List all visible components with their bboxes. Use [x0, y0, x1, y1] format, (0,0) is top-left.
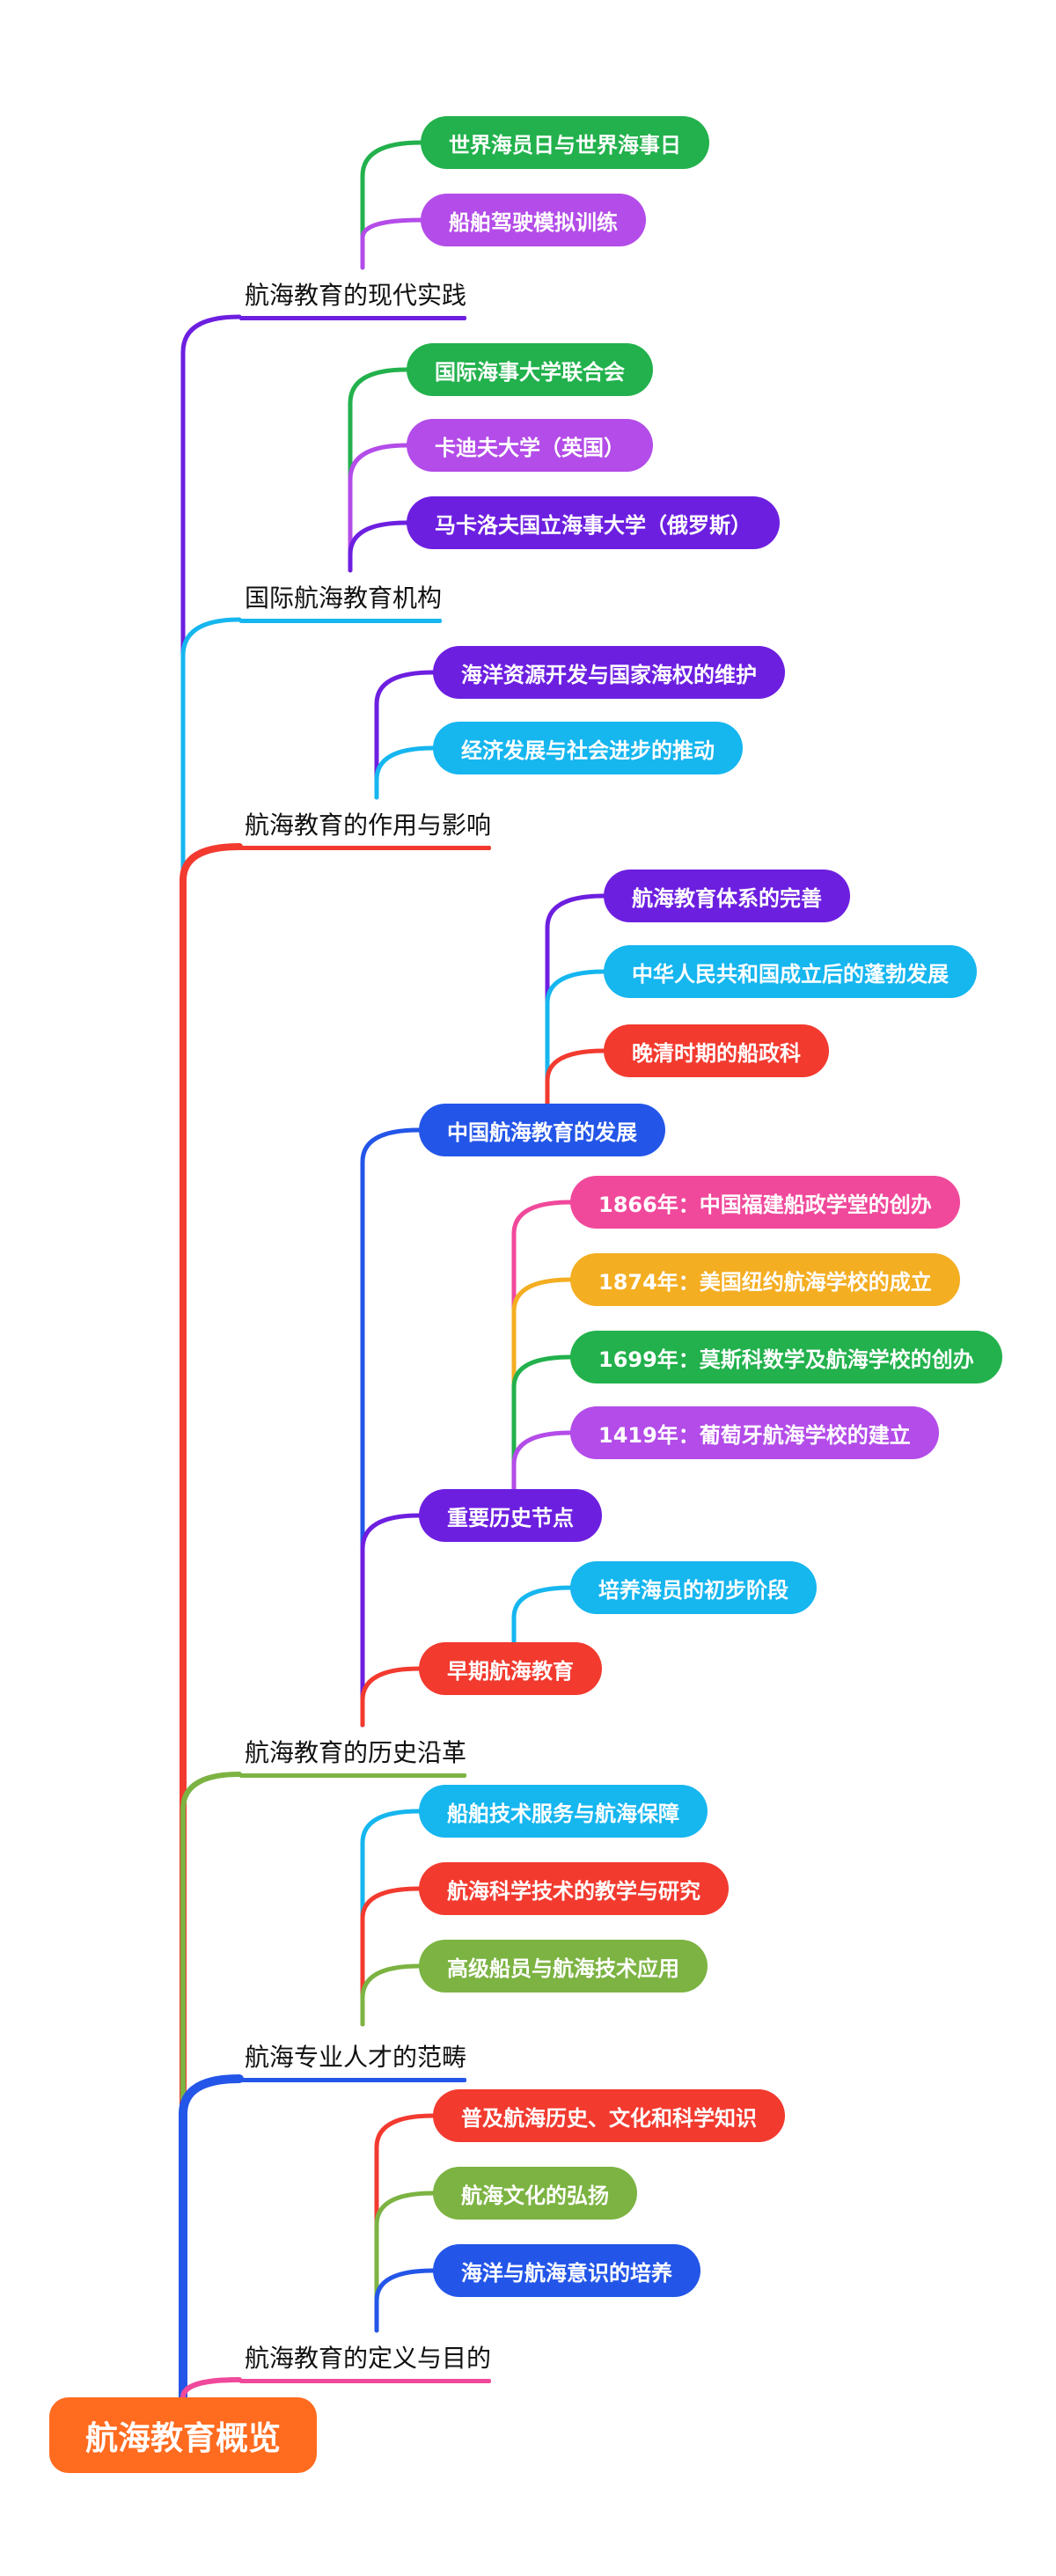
node-teaching-research[interactable]: 航海科学技术的教学与研究	[419, 1862, 729, 1915]
node-initial-stage[interactable]: 培养海员的初步阶段	[570, 1561, 817, 1614]
branch-label: 航海教育的现代实践	[245, 281, 467, 310]
branch-intl-institutions[interactable]: 国际航海教育机构	[239, 579, 443, 623]
branch-underline	[239, 619, 443, 623]
branch-talent-scope[interactable]: 航海专业人才的范畴	[239, 2038, 467, 2082]
node-1699[interactable]: 1699年：莫斯科数学及航海学校的创办	[570, 1331, 1002, 1383]
connector-talent	[179, 2074, 244, 2402]
connector-institutions	[180, 617, 242, 2400]
branch-underline	[239, 2078, 467, 2082]
connector-definition	[180, 2377, 242, 2400]
node-popularize-knowledge[interactable]: 普及航海历史、文化和科学知识	[433, 2089, 785, 2142]
node-simulation-training[interactable]: 船舶驾驶模拟训练	[421, 194, 646, 246]
node-economic-progress[interactable]: 经济发展与社会进步的推动	[433, 722, 743, 774]
node-1874[interactable]: 1874年：美国纽约航海学校的成立	[570, 1253, 960, 1306]
branch-history[interactable]: 航海教育的历史沿革	[239, 1734, 467, 1778]
node-senior-officers[interactable]: 高级船员与航海技术应用	[419, 1940, 708, 1993]
node-iamu[interactable]: 国际海事大学联合会	[407, 343, 653, 396]
node-china-development[interactable]: 中国航海教育的发展	[419, 1104, 665, 1156]
branch-underline	[239, 1773, 467, 1778]
node-1419[interactable]: 1419年：葡萄牙航海学校的建立	[570, 1406, 939, 1459]
branch-label: 国际航海教育机构	[245, 583, 443, 613]
branch-underline	[239, 846, 492, 850]
node-ship-tech-service[interactable]: 船舶技术服务与航海保障	[419, 1785, 708, 1838]
root-node[interactable]: 航海教育概览	[49, 2397, 317, 2473]
branch-impact[interactable]: 航海教育的作用与影响	[239, 806, 492, 850]
node-early-education[interactable]: 早期航海教育	[419, 1642, 602, 1695]
branch-underline	[239, 2379, 492, 2383]
node-seafarer-day[interactable]: 世界海员日与世界海事日	[421, 116, 709, 169]
node-1866[interactable]: 1866年：中国福建船政学堂的创办	[570, 1176, 960, 1229]
connector-modern	[180, 314, 242, 2400]
node-milestones[interactable]: 重要历史节点	[419, 1489, 602, 1542]
node-system-improvement[interactable]: 航海教育体系的完善	[604, 870, 850, 922]
branch-label: 航海教育的定义与目的	[245, 2344, 492, 2373]
branch-label: 航海教育的作用与影响	[245, 811, 492, 840]
connector-history	[180, 1772, 242, 2400]
branch-definition[interactable]: 航海教育的定义与目的	[239, 2339, 492, 2383]
node-late-qing[interactable]: 晚清时期的船政科	[604, 1024, 829, 1077]
node-ocean-awareness[interactable]: 海洋与航海意识的培养	[433, 2244, 700, 2297]
node-culture-promotion[interactable]: 航海文化的弘扬	[433, 2167, 637, 2220]
node-cardiff[interactable]: 卡迪夫大学（英国）	[407, 419, 653, 472]
node-ocean-resources[interactable]: 海洋资源开发与国家海权的维护	[433, 646, 785, 699]
node-makarov[interactable]: 马卡洛夫国立海事大学（俄罗斯）	[407, 496, 780, 549]
branch-underline	[239, 316, 467, 320]
branch-label: 航海专业人才的范畴	[245, 2043, 467, 2072]
node-prc-development[interactable]: 中华人民共和国成立后的蓬勃发展	[604, 945, 977, 998]
branch-modern-practice[interactable]: 航海教育的现代实践	[239, 276, 467, 320]
branch-label: 航海教育的历史沿革	[245, 1738, 467, 1767]
connector-impact	[180, 843, 243, 2401]
